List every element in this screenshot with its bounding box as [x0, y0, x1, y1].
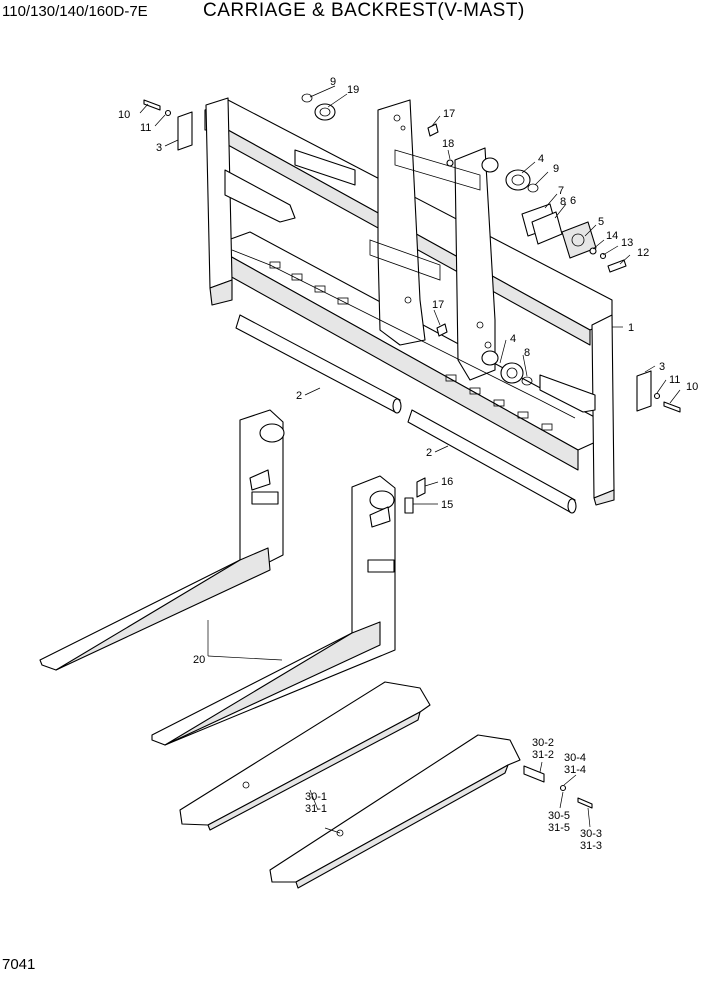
callout-2b: 2: [426, 447, 432, 459]
callout-17b: 17: [432, 299, 444, 311]
callout-16: 16: [441, 476, 453, 488]
callout-10a: 10: [118, 109, 130, 121]
hardware-parts: [143, 99, 681, 514]
callout-7: 7: [558, 185, 564, 197]
callout-30-4: 30-4: [564, 752, 586, 764]
callout-8a: 8: [560, 196, 566, 208]
callout-31-5: 31-5: [548, 822, 570, 834]
callout-12: 12: [637, 247, 649, 259]
callout-31-4: 31-4: [564, 764, 586, 776]
callout-labels: 1 2 2 3 3 4 4 5 6 7 8 8 9 9 10 10 11 11 …: [118, 76, 698, 852]
callout-6: 6: [570, 195, 576, 207]
callout-31-3: 31-3: [580, 840, 602, 852]
callout-8b: 8: [524, 347, 530, 359]
fork-extensions: [179, 681, 593, 889]
callout-15: 15: [441, 499, 453, 511]
callout-9a: 9: [330, 76, 336, 88]
callout-3b: 3: [659, 361, 665, 373]
callout-30-2: 30-2: [532, 737, 554, 749]
callout-30-1: 30-1: [305, 791, 327, 803]
page-title: CARRIAGE & BACKREST(V-MAST): [203, 0, 525, 21]
callout-5: 5: [598, 216, 604, 228]
callout-3a: 3: [156, 142, 162, 154]
callout-17a: 17: [443, 108, 455, 120]
callout-14: 14: [606, 230, 618, 242]
callout-13: 13: [621, 237, 633, 249]
callout-4b: 4: [510, 333, 516, 345]
model-number: 110/130/140/160D-7E: [2, 3, 148, 20]
callout-11a: 11: [140, 122, 151, 134]
page-code: 7041: [2, 956, 36, 973]
callout-20: 20: [193, 654, 205, 666]
backrest-tubes: [235, 314, 577, 514]
callout-1: 1: [628, 322, 634, 334]
callout-9b: 9: [553, 163, 559, 175]
side-roller-assembly: [521, 203, 627, 273]
callout-31-1: 31-1: [305, 803, 327, 815]
carriage-frame: [204, 97, 615, 506]
callout-18: 18: [442, 138, 454, 150]
callout-11b: 11: [669, 374, 680, 386]
callout-19: 19: [347, 84, 359, 96]
callout-4a: 4: [538, 153, 544, 165]
roller-bearings: [301, 93, 539, 386]
callout-2a: 2: [296, 390, 302, 402]
callout-31-2: 31-2: [532, 749, 554, 761]
callout-30-5: 30-5: [548, 810, 570, 822]
callout-10b: 10: [686, 381, 698, 393]
forks: [39, 409, 396, 746]
callout-30-3: 30-3: [580, 828, 602, 840]
leader-lines: [139, 85, 681, 834]
